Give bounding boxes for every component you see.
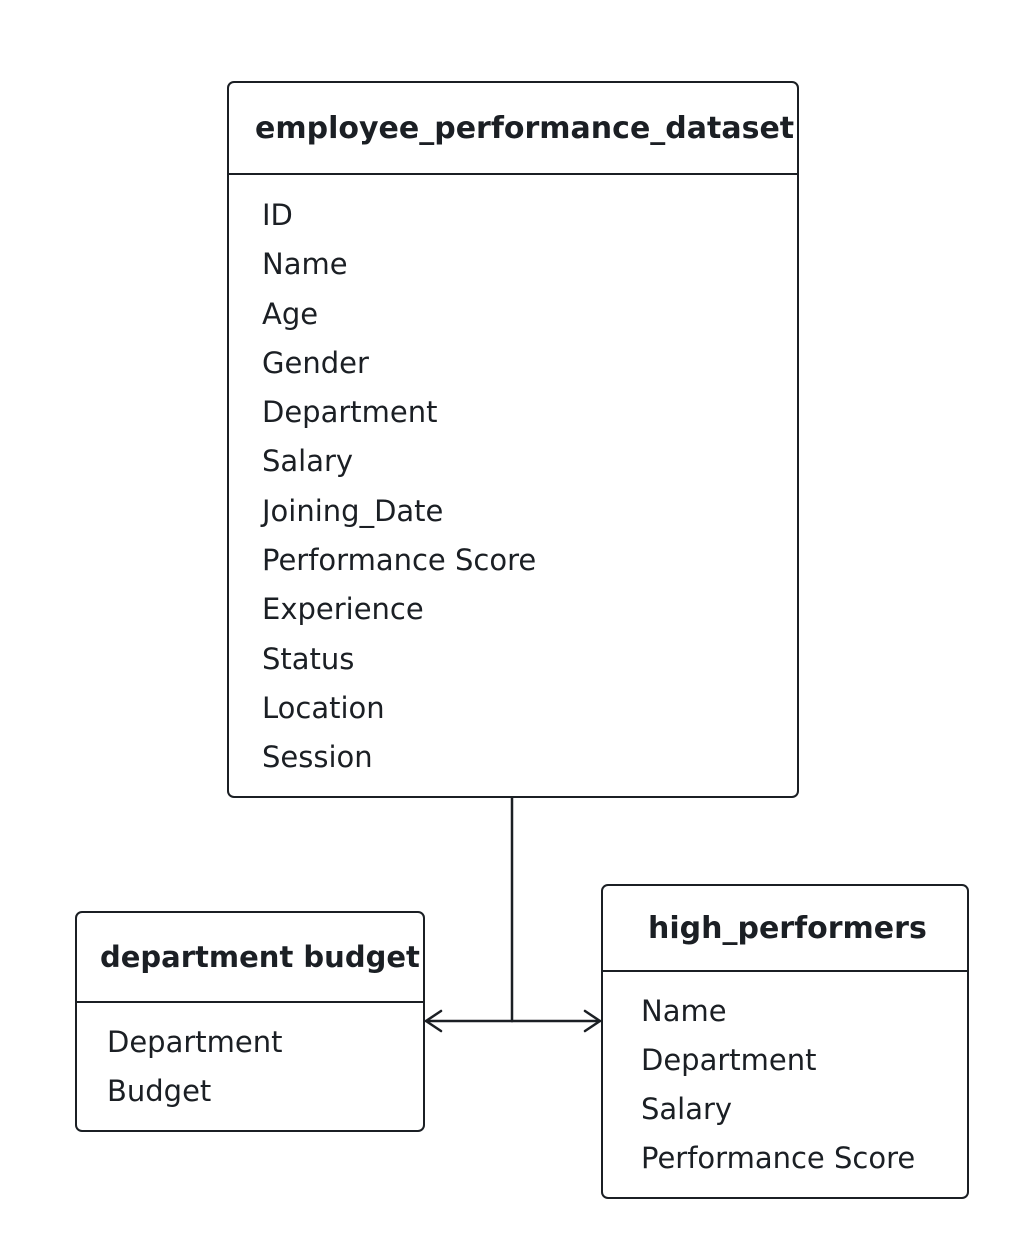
entity-field-list: ID Name Age Gender Department Salary Joi… [229,175,797,783]
field-gender: Gender [262,345,369,380]
entity-department-budget[interactable]: department budget Department Budget [75,911,425,1132]
field-department: Department [107,1025,283,1059]
arrowhead-department-budget-icon [424,1009,443,1033]
field-department: Department [641,1043,817,1077]
entity-field-list: Department Budget [77,1003,423,1115]
entity-title: employee_performance_dataset [229,83,797,175]
field-experience: Experience [262,592,424,627]
entity-employee-performance-dataset[interactable]: employee_performance_dataset ID Name Age… [227,81,799,798]
field-salary: Salary [641,1092,733,1126]
entity-high-performers[interactable]: high_performers Name Department Salary P… [601,884,969,1199]
field-age: Age [262,296,319,331]
field-performance-score: Performance Score [262,543,537,578]
field-name: Name [262,247,348,282]
field-salary: Salary [262,444,354,479]
field-location: Location [262,690,385,725]
field-performance-score: Performance Score [641,1141,916,1175]
field-budget: Budget [107,1073,212,1108]
arrowhead-high-performers-icon [583,1009,602,1033]
field-id: ID [262,198,293,232]
entity-title: high_performers [603,886,967,972]
field-name: Name [641,994,727,1028]
field-joining-date: Joining_Date [262,493,444,528]
field-status: Status [262,641,355,676]
entity-field-list: Name Department Salary Performance Score [603,972,967,1183]
field-session: Session [262,740,373,775]
entity-title: department budget [77,913,423,1003]
field-department: Department [262,395,438,430]
